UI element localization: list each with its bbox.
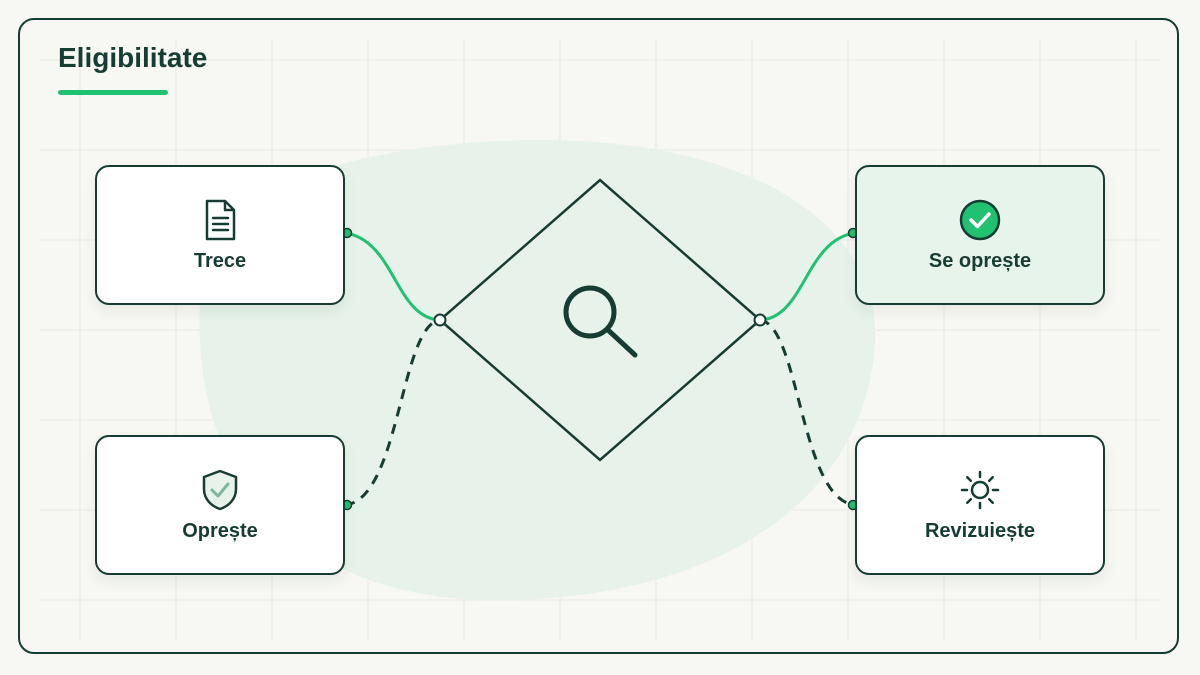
document-icon [205,199,236,240]
shield-check-icon [202,469,238,510]
diamond-port-left [433,313,447,327]
node-label: Oprește [182,519,258,542]
node-label: Trece [193,249,247,272]
page-title: Eligibilitate [58,42,208,73]
node-revizuieste[interactable]: Revizuiește [855,435,1105,575]
node-opreste[interactable]: Oprește [95,435,345,575]
node-trece[interactable]: Trece [95,165,345,305]
sun-icon [960,470,1000,509]
node-label: Revizuiește [924,519,1036,542]
title-underline [58,90,168,95]
connector-opreste [344,318,441,507]
node-label: Se oprește [928,249,1032,272]
diamond-port-right [753,313,767,327]
node-se-opreste[interactable]: Se oprește [855,165,1105,305]
decision-diamond [438,178,762,462]
connector-trece [344,231,441,322]
check-circle-icon [959,199,1001,240]
connector-se-opreste [759,231,856,322]
search-icon [563,285,638,358]
